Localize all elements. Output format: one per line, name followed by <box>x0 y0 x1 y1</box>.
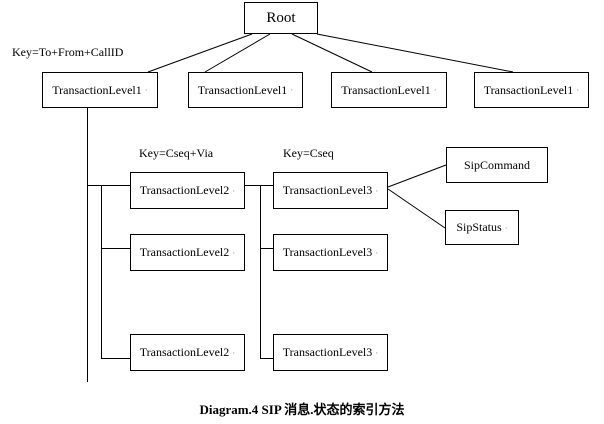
node-transaction-level3-3: TransactionLevel3 · <box>273 334 388 371</box>
edge-root-tl1-3 <box>291 33 373 73</box>
node-transaction-level1-3: TransactionLevel1 · <box>331 72 447 108</box>
edge-tl3-1-sipstatus <box>387 188 446 229</box>
paragraph-mark: · <box>232 185 236 196</box>
node-label: TransactionLevel2 <box>139 345 230 359</box>
node-root: Root <box>244 2 318 34</box>
node-label: TransactionLevel2 <box>139 183 230 197</box>
node-transaction-level1-1: TransactionLevel1 · <box>42 72 158 108</box>
paragraph-mark: · <box>232 347 236 358</box>
node-transaction-level3-2: TransactionLevel3 · <box>273 234 388 271</box>
edge-tl3-1-sipcommand <box>387 164 447 188</box>
paragraph-mark: · <box>290 85 294 95</box>
node-sip-status: SipStatus · <box>445 210 519 245</box>
node-transaction-level2-2: TransactionLevel2 · <box>130 234 245 271</box>
annotation-level2-key: Key=Cseq+Via <box>139 146 214 160</box>
paragraph-mark: · <box>576 85 580 95</box>
paragraph-mark: · <box>232 247 236 258</box>
node-transaction-level2-3: TransactionLevel2 · <box>130 334 245 371</box>
node-transaction-level1-4: TransactionLevel1 · <box>474 72 589 108</box>
node-label: TransactionLevel1 <box>197 82 288 97</box>
node-label: SipCommand <box>463 157 530 172</box>
node-label: TransactionLevel3 <box>282 245 373 259</box>
edge-root-tl1-2 <box>204 33 271 73</box>
node-transaction-level1-2: TransactionLevel1 · <box>188 72 303 108</box>
node-transaction-level3-1: TransactionLevel3 · <box>273 172 388 209</box>
node-label: TransactionLevel1 <box>341 82 431 97</box>
paragraph-mark: · <box>144 85 148 95</box>
annotation-level1-key: Key=To+From+CallID <box>12 45 124 59</box>
edge-root-tl1-4 <box>316 33 514 73</box>
node-sip-command: SipCommand <box>446 147 548 183</box>
edge-root-tl1-1 <box>147 33 253 73</box>
paragraph-mark: · <box>375 347 379 358</box>
node-transaction-level2-1: TransactionLevel2 · <box>130 172 245 209</box>
paragraph-mark: · <box>375 247 379 258</box>
node-label: TransactionLevel3 <box>282 183 373 197</box>
annotation-level3-key: Key=Cseq <box>283 146 334 160</box>
paragraph-mark: · <box>504 222 508 233</box>
node-label: TransactionLevel1 <box>52 82 142 97</box>
node-root-label: Root <box>266 9 296 26</box>
node-label: SipStatus <box>456 220 502 234</box>
node-label: TransactionLevel2 <box>139 245 230 259</box>
node-label: TransactionLevel1 <box>483 82 574 97</box>
paragraph-mark: · <box>433 85 437 95</box>
node-label: TransactionLevel3 <box>282 345 373 359</box>
paragraph-mark: · <box>375 185 379 196</box>
diagram-caption: Diagram.4 SIP 消息.状态的索引方法 <box>199 402 405 417</box>
